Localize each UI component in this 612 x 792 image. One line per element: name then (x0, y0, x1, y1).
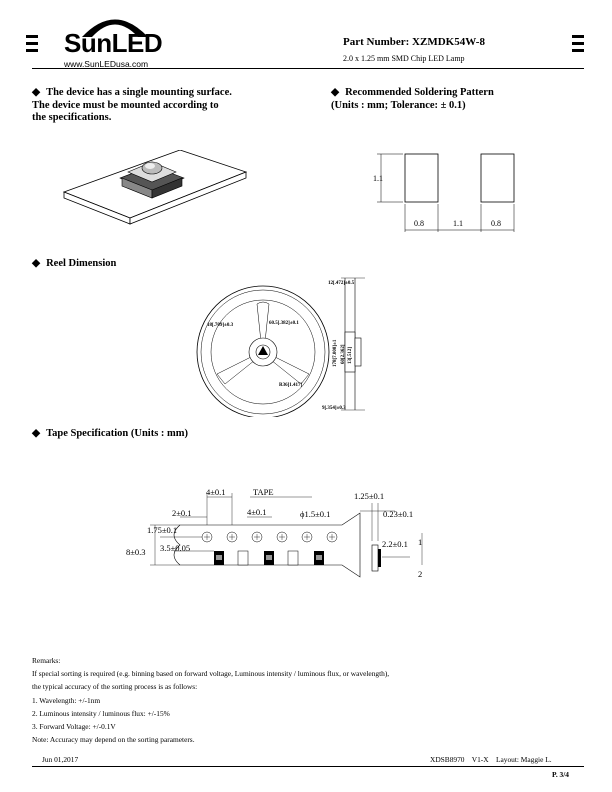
logo-url: www.SunLEDusa.com (64, 59, 149, 69)
dim-height: 1.1 (373, 174, 383, 183)
logo-arc-icon (82, 19, 148, 37)
reel-drawing: 18[.709]±0.3 60.5[.382]±0.1 R36[1.417] 1… (196, 277, 365, 417)
tape-center: 3.5±0.05 (160, 543, 190, 553)
remarks: Remarks: If special sorting is required … (32, 656, 390, 745)
soldering-pattern: 1.1 0.8 1.1 0.8 (373, 153, 515, 232)
reel-label-diameter: 178[7.008]±1 (333, 339, 338, 367)
diamond-icon: ◆ (331, 87, 340, 98)
reel-label-inner1: 60[2.362] (341, 344, 346, 364)
tape-title: ◆Tape Specification (Units : mm) (32, 428, 189, 439)
tape-pocket: 2.2±0.1 (382, 539, 408, 549)
mounting-illustration (62, 150, 248, 225)
logo-text: SunLED (64, 28, 163, 58)
tape-pitch-2: 2±0.1 (172, 508, 192, 518)
tape-pitch-4b: 4±0.1 (247, 507, 267, 517)
diamond-icon: ◆ (32, 428, 41, 439)
reel-label-bottom: R36[1.417] (279, 383, 303, 388)
reel-label-core: 60.5[.382]±0.1 (269, 321, 299, 326)
tape-depth: 1.25±0.1 (354, 491, 384, 501)
part-subtitle: 2.0 x 1.25 mm SMD Chip LED Lamp (343, 54, 465, 63)
soldering-title: ◆Recommended Soldering Pattern (Units : … (331, 87, 494, 111)
tape-width: 8±0.3 (126, 547, 146, 557)
diamond-icon: ◆ (32, 87, 41, 98)
tape-edge: 1.75±0.1 (147, 525, 177, 535)
reel-label-bottom-width: 9[.354]±0.3 (322, 406, 346, 411)
reel-label-hub: 18[.709]±0.3 (207, 323, 234, 328)
part-number: Part Number: XZMDK54W-8 (343, 36, 485, 48)
tape-drawing: 4±0.1 TAPE 2±0.1 4±0.1 ϕ1.5±0.1 1.75±0.1… (126, 487, 422, 579)
footer-date: Jun 01,2017 (42, 755, 79, 764)
reel-label-top-width: 12[.472]±0.5 (328, 281, 355, 286)
mounting-note: ◆The device has a single mounting surfac… (32, 87, 232, 123)
diamond-icon: ◆ (32, 258, 41, 269)
tape-thickness: 0.23±0.1 (383, 509, 413, 519)
dim-pad-left: 0.8 (414, 219, 424, 228)
dim-pad-right: 0.8 (491, 219, 501, 228)
tape-label: TAPE (253, 487, 274, 497)
reel-title: ◆Reel Dimension (32, 258, 117, 269)
sunled-logo: SunLED www.SunLEDusa.com (60, 8, 170, 70)
tape-pitch-4a: 4±0.1 (206, 487, 226, 497)
footer-rule (32, 766, 584, 767)
footer-page: P. 3/4 (552, 770, 569, 779)
header-rule (32, 68, 584, 69)
tape-t2: 2 (418, 569, 422, 579)
footer-doc: XDSB8970 V1-X Layout: Maggie L. (430, 755, 552, 764)
tape-hole: ϕ1.5±0.1 (300, 509, 330, 519)
tape-t1: 1 (418, 537, 422, 547)
reel-label-inner2: 13[.512] (348, 347, 353, 364)
dim-gap: 1.1 (453, 219, 463, 228)
